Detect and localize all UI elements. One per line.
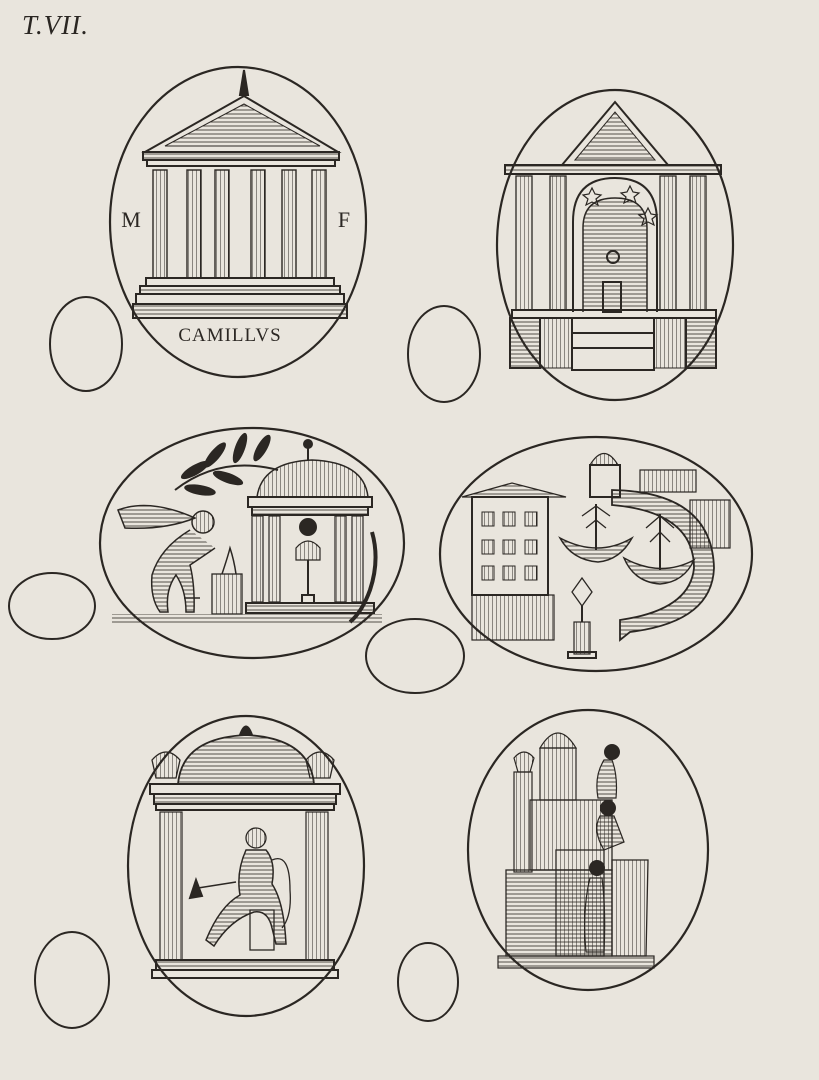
inscription-f: F — [338, 207, 350, 232]
blank-oval — [49, 296, 123, 392]
inscription-m: M — [121, 207, 141, 232]
gem-harbor-ships — [438, 435, 754, 673]
blank-oval — [34, 931, 110, 1029]
gem-arched-temple — [495, 88, 735, 402]
inscription-camillus: CAMILLVS — [178, 325, 281, 346]
gem-domed-shrine — [126, 714, 366, 1018]
blank-oval — [397, 942, 459, 1022]
gem-tower-figures — [466, 708, 710, 992]
blank-oval — [8, 572, 96, 640]
blank-oval — [365, 618, 465, 694]
gem-winged-figure-tholos — [98, 426, 406, 660]
blank-oval — [407, 305, 481, 403]
gem-temple-facade — [108, 65, 368, 379]
plate-label: T.VII. — [22, 10, 89, 40]
